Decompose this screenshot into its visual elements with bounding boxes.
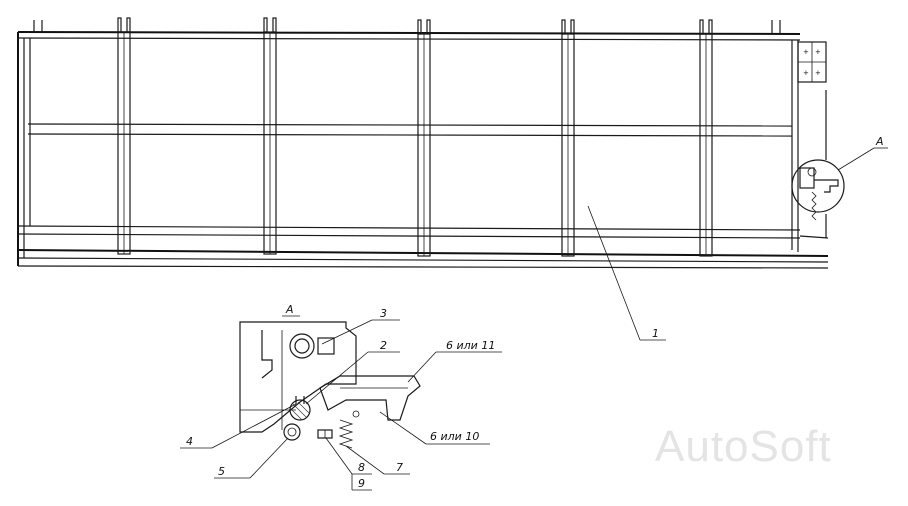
callout-5: 5 — [218, 465, 225, 478]
callout-1: 1 — [587, 205, 666, 341]
callout-8: 8 — [358, 461, 365, 474]
detail-marker-a: А — [791, 135, 888, 221]
callout-2: 2 — [380, 339, 387, 352]
detail-view-a: А — [239, 303, 421, 449]
detail-title: А — [285, 303, 294, 316]
callout-6-10: 6 или 10 — [430, 430, 479, 443]
callout-1-label: 1 — [652, 327, 659, 340]
callout-7: 7 — [396, 461, 403, 474]
svg-text:+: + — [803, 48, 809, 56]
callout-3: 3 — [380, 307, 387, 320]
side-frame: + + + + — [17, 31, 829, 269]
watermark: AutoSoft — [655, 422, 832, 471]
svg-text:+: + — [815, 48, 821, 56]
callout-6-11: 6 или 11 — [446, 339, 495, 352]
view-label-a: А — [875, 135, 884, 148]
frame-posts — [33, 17, 781, 257]
callout-9: 9 — [358, 477, 365, 490]
detail-callouts: 3 2 6 или 11 6 или 10 4 5 7 8 9 — [180, 307, 502, 491]
callout-4: 4 — [186, 435, 193, 448]
svg-text:+: + — [815, 69, 821, 77]
svg-text:+: + — [803, 69, 809, 77]
